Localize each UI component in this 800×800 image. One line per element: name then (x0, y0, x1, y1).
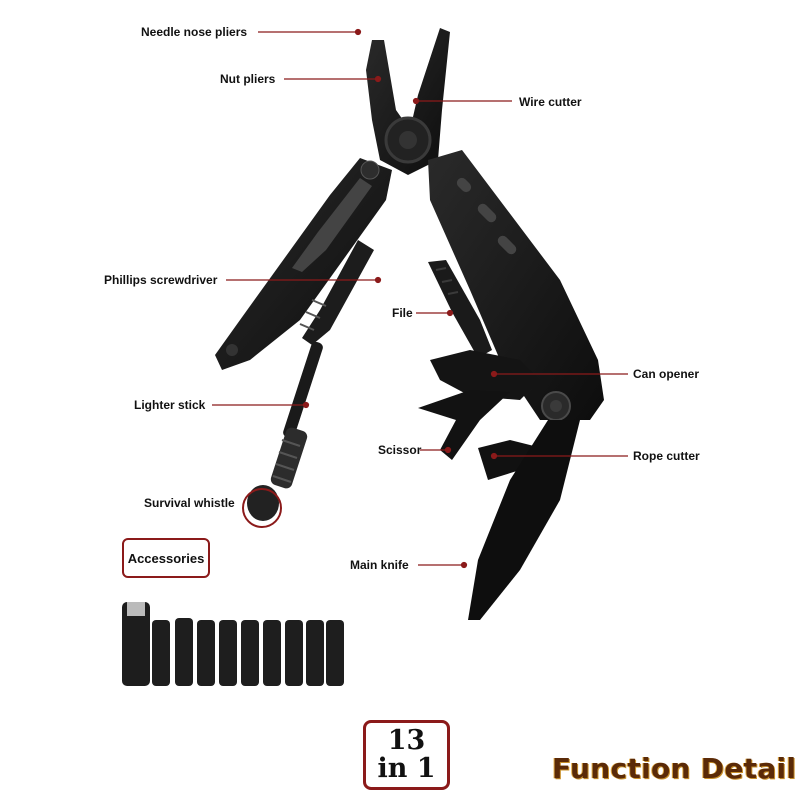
left-handle-cutout (292, 178, 372, 272)
bit (197, 620, 215, 686)
function-detail-title: Function Detail (552, 752, 797, 785)
bit-holder (122, 602, 150, 686)
label-can-opener: Can opener (633, 367, 700, 381)
can-opener-tool (430, 350, 540, 400)
main-knife-blade (468, 420, 580, 620)
bit (219, 620, 237, 686)
phillips-screwdriver-tool (302, 240, 374, 345)
lighter-stick-grip (270, 427, 308, 489)
file-tool (428, 260, 492, 358)
label-needle-nose-pliers: Needle nose pliers (141, 25, 248, 39)
label-phillips-screwdriver: Phillips screwdriver (104, 273, 218, 287)
bit (241, 620, 259, 686)
label-nut-pliers: Nut pliers (220, 72, 276, 86)
label-main-knife: Main knife (350, 558, 409, 572)
label-file: File (392, 306, 413, 320)
callout-lines (212, 28, 628, 569)
13-in-1-badge: 13 in 1 (363, 720, 450, 790)
bit (326, 620, 344, 686)
bit (263, 620, 281, 686)
badge-line-2: in 1 (377, 753, 436, 784)
label-wire-cutter: Wire cutter (519, 95, 582, 109)
bit (306, 620, 324, 686)
label-survival-whistle: Survival whistle (144, 496, 235, 510)
right-handle (428, 150, 604, 420)
survival-whistle-highlight (242, 488, 282, 528)
survival-whistle (247, 485, 279, 521)
scissor-tool (418, 390, 510, 460)
accessories-label: Accessories (122, 538, 210, 578)
label-scissor: Scissor (378, 443, 422, 457)
badge-line-1: 13 (387, 725, 426, 756)
lighter-stick-rod (283, 341, 323, 439)
bit (285, 620, 303, 686)
label-lighter-stick: Lighter stick (134, 398, 206, 412)
bit-set (122, 602, 344, 686)
bit (175, 618, 193, 686)
label-rope-cutter: Rope cutter (633, 449, 700, 463)
bit (152, 620, 170, 686)
